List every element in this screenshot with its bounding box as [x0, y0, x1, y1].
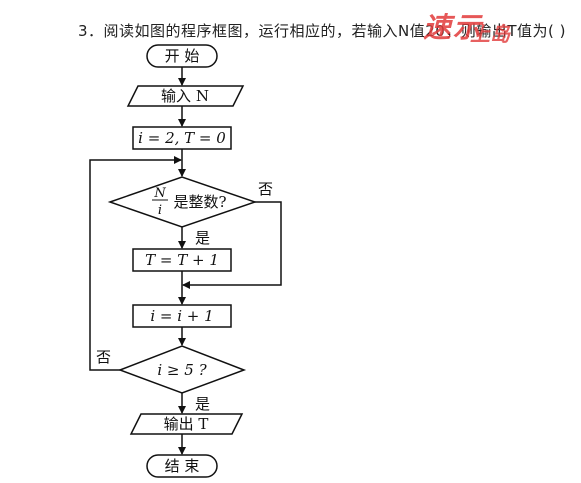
output-label: 输出 T	[164, 415, 209, 433]
output-box	[129, 413, 244, 435]
decision1-frac-numerator: N	[153, 186, 166, 201]
decision2-no-label: 否	[96, 348, 111, 366]
decision2-yes-label: 是	[195, 395, 210, 413]
decision-limit-diamond	[117, 345, 247, 394]
increment-i-label: i = i + 1	[150, 307, 213, 325]
watermark-logo: 速示	[423, 11, 484, 44]
start-label: 开 始	[165, 47, 200, 65]
arrow-decision1-no	[182, 201, 282, 289]
init-label: i = 2, T = 0	[138, 129, 226, 147]
end-label: 结 束	[165, 457, 200, 475]
input-label: 输入 N	[161, 87, 209, 105]
decision1-label: 是整数?	[173, 193, 226, 211]
decision1-frac-denominator: i	[158, 203, 162, 218]
decision2-label: i ≥ 5 ?	[157, 361, 207, 379]
watermark-logo-tail: 上岛	[470, 22, 510, 46]
end-terminator	[146, 454, 218, 478]
arrow-decision2-no-loop	[89, 156, 182, 371]
question-text: 3．阅读如图的程序框图，运行相应的，若输入N值20，则输出T值为( )	[78, 22, 566, 40]
increment-t-label: T = T + 1	[145, 251, 219, 269]
decision1-no-label: 否	[258, 180, 273, 198]
decision1-yes-label: 是	[195, 229, 210, 247]
input-box	[126, 85, 245, 107]
